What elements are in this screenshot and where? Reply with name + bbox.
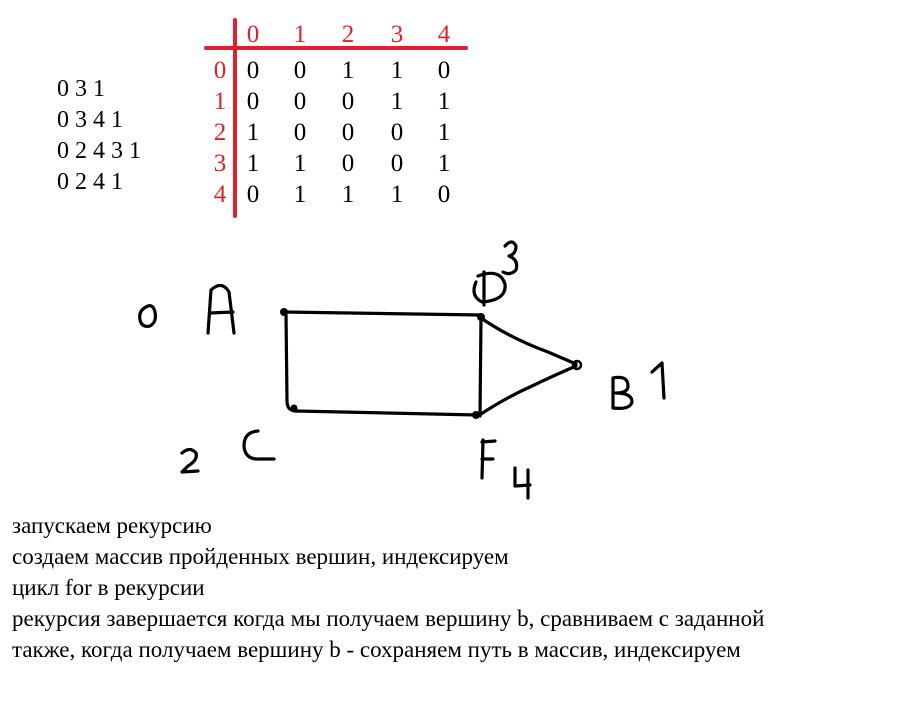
- vertex-c-dot: [290, 404, 298, 412]
- matrix-col-header: 2: [342, 21, 355, 48]
- matrix-cell: 0: [294, 88, 307, 115]
- matrix-cell: 1: [391, 57, 404, 84]
- graph-labels: [138, 240, 666, 500]
- label-vertex-f: [480, 438, 497, 480]
- matrix-row-header: 1: [214, 88, 227, 115]
- edge-c-f: [294, 409, 480, 417]
- graph-vertex-dots: [280, 308, 583, 419]
- vertex-f-dot: [472, 411, 480, 419]
- matrix-row-header: 4: [214, 181, 227, 208]
- matrix-cell: 1: [294, 150, 307, 177]
- matrix-cell: 0: [342, 88, 355, 115]
- matrix-cell: 1: [438, 150, 451, 177]
- algorithm-notes: запускаем рекурсию создаем массив пройде…: [12, 510, 764, 665]
- label-index-0: [138, 304, 158, 328]
- matrix-cell: 1: [438, 119, 451, 146]
- matrix-cell: 1: [294, 181, 307, 208]
- graph-edges: [282, 310, 578, 418]
- path-item: 0 3 4 1: [57, 107, 123, 133]
- matrix-col-header: 1: [294, 21, 307, 48]
- matrix-cell: 1: [391, 181, 404, 208]
- path-item: 0 2 4 3 1: [57, 138, 141, 164]
- matrix-cell: 0: [391, 150, 404, 177]
- matrix-cell: 0: [247, 88, 260, 115]
- label-vertex-b: [611, 375, 634, 410]
- path-list: 0 3 1 0 3 4 1 0 2 4 3 1 0 2 4 1: [57, 74, 141, 198]
- matrix-cell: 0: [391, 119, 404, 146]
- note-line: рекурсия завершается когда мы получаем в…: [12, 606, 765, 631]
- matrix-cell: 0: [438, 57, 451, 84]
- matrix-cell: 1: [342, 181, 355, 208]
- matrix-col-header: 4: [438, 21, 451, 48]
- label-index-2: [180, 447, 200, 474]
- matrix-row-header: 2: [214, 119, 227, 146]
- label-vertex-c: [242, 429, 276, 461]
- matrix-col-header: 0: [247, 21, 260, 48]
- label-vertex-a: [206, 283, 236, 335]
- matrix-cell: 1: [342, 57, 355, 84]
- note-line: также, когда получаем вершину b - сохран…: [12, 637, 741, 662]
- matrix-cell: 0: [247, 57, 260, 84]
- matrix-cell: 0: [342, 150, 355, 177]
- matrix-row-header: 3: [214, 150, 227, 177]
- edge-a-c: [284, 311, 300, 413]
- edge-f-b: [476, 364, 578, 418]
- path-item: 0 2 4 1: [57, 169, 123, 195]
- note-line: создаем массив пройденных вершин, индекс…: [12, 544, 509, 569]
- matrix-row-header: 0: [214, 57, 227, 84]
- matrix-cell: 0: [294, 119, 307, 146]
- edge-d-f: [478, 316, 483, 418]
- matrix-cell: 1: [247, 119, 260, 146]
- note-line: запускаем рекурсию: [12, 513, 212, 538]
- matrix-cell: 1: [247, 150, 260, 177]
- edge-d-b: [479, 316, 578, 366]
- vertex-a-dot: [280, 308, 288, 316]
- path-item: 0 3 1: [57, 76, 105, 102]
- vertex-b-dot: [571, 359, 583, 371]
- label-index-1: [650, 361, 666, 400]
- matrix-cell: 0: [342, 119, 355, 146]
- label-vertex-d: [472, 270, 507, 307]
- matrix-cell: 1: [391, 88, 404, 115]
- matrix-cell: 0: [438, 181, 451, 208]
- matrix-cell: 0: [247, 181, 260, 208]
- edge-a-d: [282, 310, 483, 317]
- label-index-4: [513, 466, 532, 500]
- matrix-cell: 1: [438, 88, 451, 115]
- note-line: цикл for в рекурсии: [12, 575, 205, 600]
- matrix-col-header: 3: [391, 21, 404, 48]
- matrix-cell: 0: [294, 57, 307, 84]
- label-index-3: [501, 240, 519, 276]
- vertex-d-dot: [477, 313, 485, 321]
